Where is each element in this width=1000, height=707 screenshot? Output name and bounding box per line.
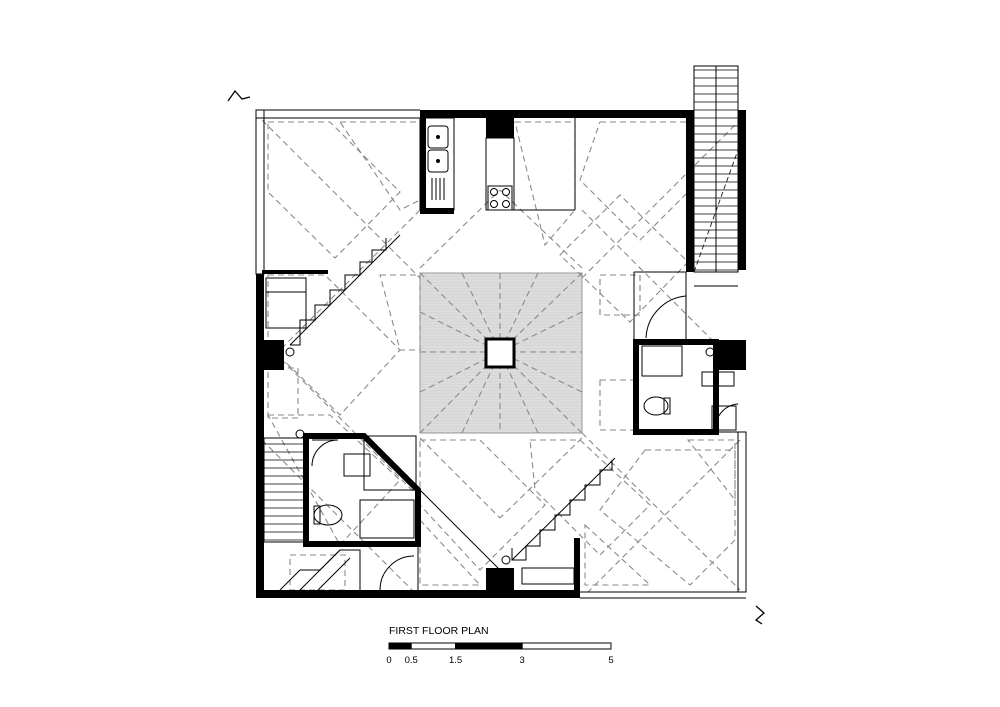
stove-icon — [487, 185, 513, 211]
scale-bar-tick-label: 0 — [386, 655, 391, 666]
scale-bar-tick-label: 1.5 — [449, 655, 462, 666]
stair-se — [501, 457, 616, 590]
section-marker-icon — [227, 89, 251, 102]
toilet-icon — [643, 396, 671, 416]
scale-bar-segment — [410, 642, 457, 650]
central-void — [419, 272, 583, 434]
scale-bar-tick-label: 5 — [608, 655, 613, 666]
nw-closet — [262, 270, 328, 329]
kitchen — [419, 117, 576, 214]
scale-bar-tick-label: 3 — [520, 655, 525, 666]
sink-icon — [427, 125, 449, 200]
scale-bar-segment — [455, 642, 523, 650]
scale-bar-tick-label: 0.5 — [405, 655, 418, 666]
toilet-icon — [313, 504, 343, 526]
scale-bar-segment — [521, 642, 612, 650]
stair-sw — [263, 437, 361, 591]
sightlines — [369, 439, 501, 571]
section-marker-icon — [754, 605, 765, 625]
bathroom-sw — [295, 429, 421, 591]
exterior-stair — [693, 65, 739, 273]
exterior-walls — [255, 109, 747, 599]
scale-bar-segment — [388, 642, 412, 650]
drawing-title: FIRST FLOOR PLAN — [389, 625, 489, 637]
scale-bar: 0 0.5 1.5 3 5 — [386, 642, 614, 666]
central-column — [484, 337, 516, 369]
bathroom-ne — [633, 271, 746, 435]
stair-nw — [285, 234, 401, 357]
